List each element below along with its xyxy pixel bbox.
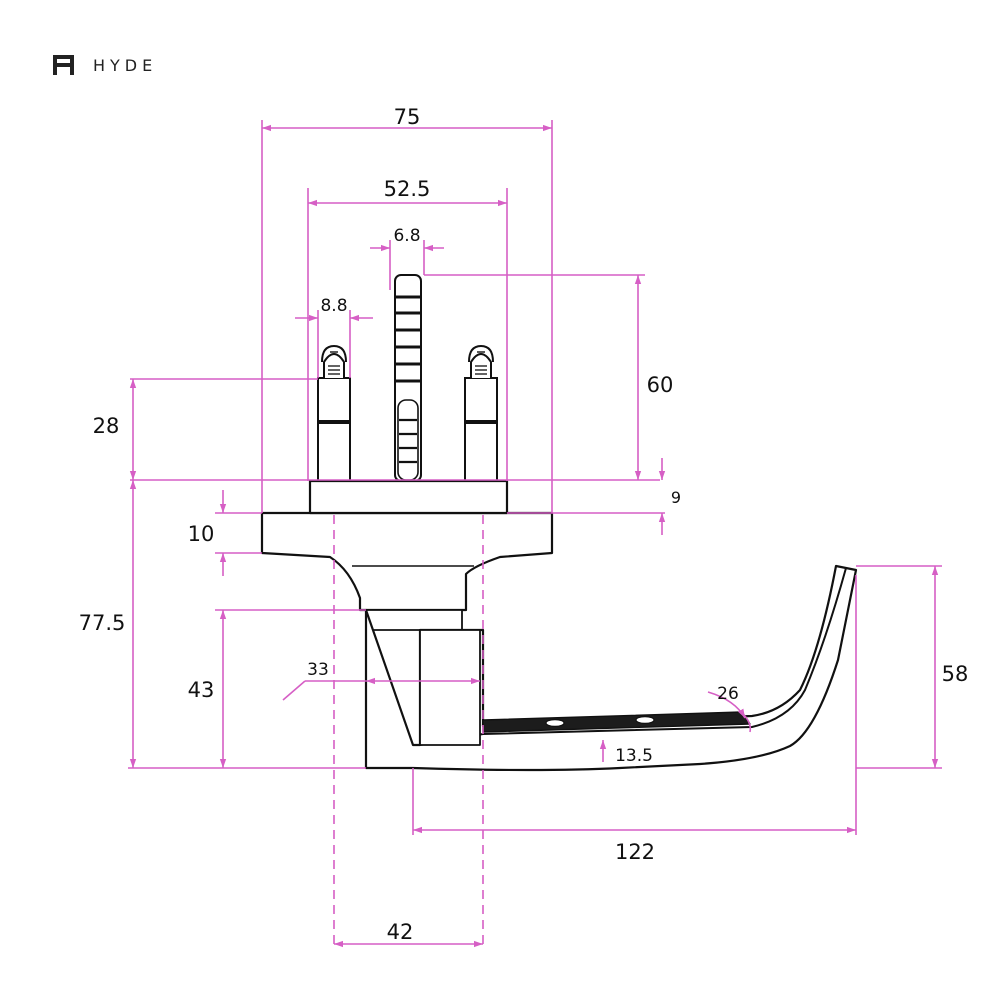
- hyde-h-logo-icon: [53, 55, 74, 75]
- dim-bolt-spacing: 52.5: [384, 177, 431, 201]
- dimension-labels: 75 52.5 6.8 8.8 60 28 9 10 77.5 43 33 26…: [79, 105, 969, 944]
- dim-lever-tip-height: 58: [942, 662, 969, 686]
- left-screw: [317, 344, 351, 482]
- dim-tip-angle: 26: [717, 684, 739, 704]
- hyde-logo: HYDE: [53, 55, 157, 75]
- rose-plate: [260, 511, 554, 612]
- brand-name: HYDE: [93, 56, 157, 75]
- dim-screw-height: 28: [93, 414, 120, 438]
- dim-rose-thickness: 10: [188, 522, 215, 546]
- dim-neck-width: 33: [307, 660, 329, 680]
- dim-overall-width: 75: [394, 105, 421, 129]
- dim-total-height: 77.5: [79, 611, 126, 635]
- boss: [308, 479, 509, 515]
- dimension-lines: [128, 120, 942, 950]
- dim-neck-height: 43: [188, 678, 215, 702]
- spindle: [394, 274, 422, 482]
- dim-spindle-width: 6.8: [393, 226, 420, 246]
- neck-block: [419, 629, 481, 746]
- dim-boss-height: 9: [671, 488, 681, 507]
- right-screw: [464, 344, 498, 482]
- dim-lever-length: 122: [615, 840, 655, 864]
- dim-screw-diameter: 8.8: [320, 296, 347, 316]
- handle-part: [260, 479, 858, 772]
- dim-neck-offset: 42: [387, 920, 414, 944]
- neck: [365, 609, 463, 631]
- dim-lever-thickness: 13.5: [615, 746, 653, 766]
- dim-spindle-length: 60: [647, 373, 674, 397]
